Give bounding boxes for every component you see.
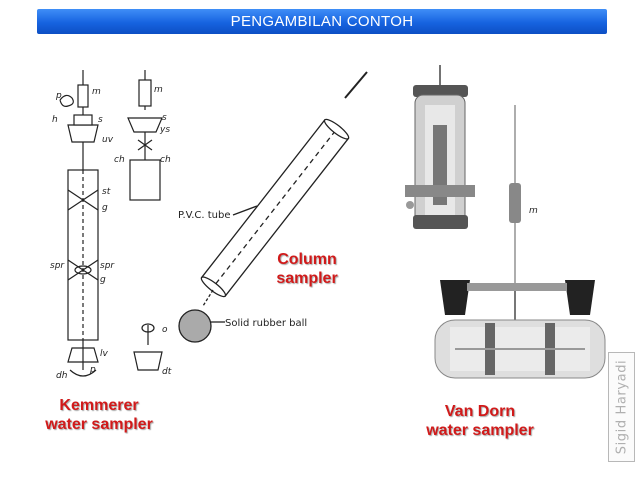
kemmerer-annotation-dt: dt <box>162 367 172 377</box>
column-caption: Column sampler <box>262 250 352 288</box>
van-dorn-caption: Van Dorn water sampler <box>410 402 550 440</box>
kemmerer-annotation-spr: spr <box>50 261 65 271</box>
van-dorn-caption-line1: Van Dorn <box>444 403 516 420</box>
kemmerer-caption-line1: Kemmerer <box>59 397 139 414</box>
kemmerer-annotation-m2: m <box>154 85 163 95</box>
kemmerer-annotation-ch: ch <box>114 155 125 165</box>
kemmerer-caption: Kemmerer water sampler <box>34 396 164 434</box>
van-dorn-caption-line2: water sampler <box>426 422 534 439</box>
van-dorn-annotation-m: m <box>529 206 538 216</box>
column-caption-line2: sampler <box>276 270 338 287</box>
kemmerer-annotation-st: st <box>102 187 111 197</box>
kemmerer-annotation-ys: ys <box>159 125 170 135</box>
kemmerer-annotation-g2: g <box>100 275 106 285</box>
kemmerer-annotation-spr2: spr <box>100 261 115 271</box>
kemmerer-annotation-o: o <box>162 325 168 335</box>
kemmerer-annotation-dh: dh <box>56 371 68 381</box>
van-dorn-photo: m <box>395 65 606 379</box>
kemmerer-annotation-s: s <box>98 115 103 125</box>
kemmerer-annotation-m: m <box>92 87 101 97</box>
kemmerer-sampler-diagram: p h m s uv st g spr spr g lv dh p m s ys… <box>50 70 172 381</box>
column-ball-label: Solid rubber ball <box>225 318 307 329</box>
kemmerer-annotation-s2: s <box>162 113 167 123</box>
kemmerer-annotation-p: p <box>55 91 62 101</box>
slide-title: PENGAMBILAN CONTOH <box>230 13 414 30</box>
title-bar: PENGAMBILAN CONTOH <box>37 9 607 34</box>
kemmerer-annotation-ch2: ch <box>160 155 171 165</box>
kemmerer-caption-line2: water sampler <box>45 416 153 433</box>
column-tube-label: P.V.C. tube <box>178 210 230 221</box>
kemmerer-annotation-g: g <box>102 203 108 213</box>
kemmerer-annotation-p2: p <box>89 365 96 375</box>
kemmerer-annotation-uv: uv <box>102 135 114 145</box>
kemmerer-annotation-h: h <box>52 115 58 125</box>
column-caption-line1: Column <box>277 251 337 268</box>
watermark-box: Sigid Haryadi <box>608 352 635 462</box>
column-sampler-diagram: P.V.C. tube Solid rubber ball <box>178 71 368 343</box>
kemmerer-annotation-lv: lv <box>100 349 109 359</box>
watermark-text: Sigid Haryadi <box>614 359 629 455</box>
